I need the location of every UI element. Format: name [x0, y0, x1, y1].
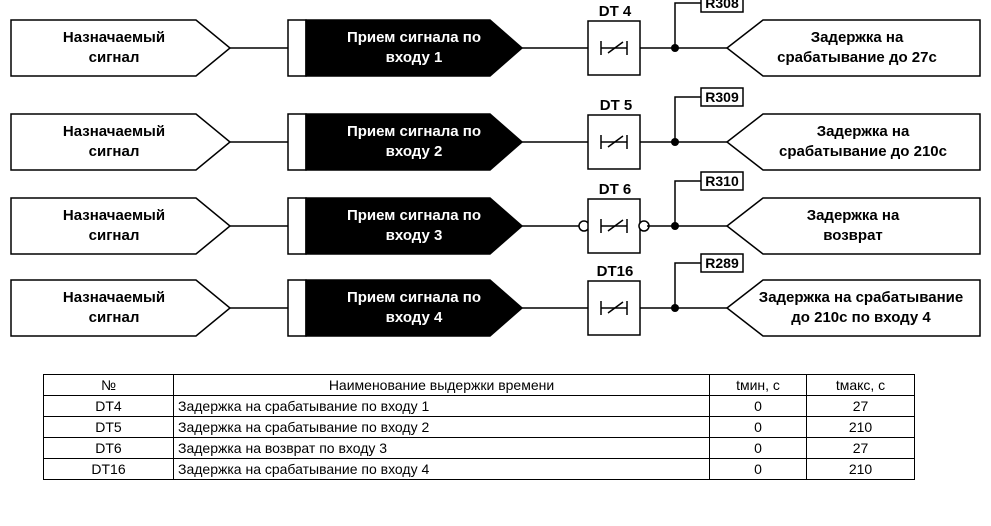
reference-label: R289	[705, 255, 739, 271]
receive-signal-label: Прием сигнала по	[347, 29, 481, 46]
cell-tmin: 0	[709, 458, 807, 480]
input-signal-label: сигнал	[89, 227, 140, 244]
cell-number: DT4	[43, 395, 174, 417]
input-signal-label: сигнал	[89, 309, 140, 326]
header-tmin: tмин, с	[709, 374, 807, 396]
output-signal-label: Задержка на	[811, 29, 904, 46]
timer-label: DT 6	[599, 181, 632, 198]
cell-name: Задержка на срабатывание по входу 2	[173, 416, 710, 438]
receive-signal-label: Прием сигнала по	[347, 289, 481, 306]
input-signal-label: Назначаемый	[63, 289, 165, 306]
receive-block-notch	[287, 113, 307, 171]
cell-number: DT5	[43, 416, 174, 438]
reference-box	[700, 171, 744, 191]
input-signal-block	[10, 197, 232, 255]
output-signal-label: Задержка на срабатывание	[759, 289, 963, 306]
timer-symbol	[607, 301, 624, 314]
connection-line	[674, 262, 701, 308]
receive-signal-block	[305, 113, 524, 171]
connection-line	[674, 180, 701, 226]
input-signal-block	[10, 113, 232, 171]
input-signal-label: Назначаемый	[63, 207, 165, 224]
input-signal-block	[10, 19, 232, 77]
cell-name: Задержка на срабатывание по входу 1	[173, 395, 710, 417]
cell-tmin: 0	[709, 395, 807, 417]
receive-signal-label: Прием сигнала по	[347, 123, 481, 140]
reference-box	[700, 87, 744, 107]
output-signal-block	[725, 113, 981, 171]
timer-symbol	[607, 135, 624, 148]
cell-tmax: 27	[806, 395, 915, 417]
header-number: №	[43, 374, 174, 396]
receive-block-notch	[287, 197, 307, 255]
output-signal-label: Задержка на	[817, 123, 910, 140]
cell-name: Задержка на возврат по входу 3	[173, 437, 710, 459]
table-row: DT6 Задержка на возврат по входу 3 0 27	[43, 437, 915, 459]
timer-label: DT16	[597, 263, 634, 280]
timer-symbol	[607, 41, 624, 54]
connection-line	[674, 2, 701, 48]
input-signal-label: Назначаемый	[63, 123, 165, 140]
reference-label: R309	[705, 89, 739, 105]
input-signal-label: Назначаемый	[63, 29, 165, 46]
logic-row: Назначаемый сигнал Прием сигнала по входу 4…	[10, 253, 981, 337]
receive-signal-label: входу 4	[386, 309, 443, 326]
receive-signal-label: входу 3	[386, 227, 443, 244]
reference-label: R308	[705, 0, 739, 11]
output-signal-label: возврат	[823, 227, 883, 244]
receive-signal-block	[305, 19, 524, 77]
cell-tmax: 27	[806, 437, 915, 459]
cell-tmin: 0	[709, 416, 807, 438]
receive-signal-block	[305, 197, 524, 255]
receive-signal-label: входу 1	[386, 49, 443, 66]
table-row: DT16 Задержка на срабатывание по входу 4…	[43, 458, 915, 480]
cell-number: DT6	[43, 437, 174, 459]
input-signal-block	[10, 279, 232, 337]
reference-label: R310	[705, 173, 739, 189]
cell-tmax: 210	[806, 416, 915, 438]
output-signal-label: Задержка на	[807, 207, 900, 224]
receive-block-notch	[287, 19, 307, 77]
timers-table: № Наименование выдержки времени tмин, с …	[43, 374, 915, 480]
receive-signal-label: входу 2	[386, 143, 443, 160]
logic-row: Назначаемый сигнал Прием сигнала по входу 3…	[10, 171, 981, 255]
input-signal-label: сигнал	[89, 143, 140, 160]
timer-label: DT 5	[600, 97, 633, 114]
header-name: Наименование выдержки времени	[173, 374, 710, 396]
cell-number: DT16	[43, 458, 174, 480]
output-signal-label: до 210с по входу 4	[791, 309, 931, 326]
reference-box	[700, 253, 744, 273]
receive-signal-block	[305, 279, 524, 337]
reference-box	[700, 0, 744, 13]
output-signal-block	[725, 197, 981, 255]
header-tmax: tмакс, с	[806, 374, 915, 396]
cell-tmin: 0	[709, 437, 807, 459]
output-signal-label: срабатывание до 210с	[779, 143, 947, 160]
receive-signal-label: Прием сигнала по	[347, 207, 481, 224]
output-signal-label: срабатывание до 27с	[777, 49, 937, 66]
table-row: DT5 Задержка на срабатывание по входу 2 …	[43, 416, 915, 438]
timer-symbol	[607, 219, 624, 232]
logic-row: Назначаемый сигнал Прием сигнала по входу 2…	[10, 87, 981, 171]
output-signal-block	[725, 19, 981, 77]
receive-block-notch	[287, 279, 307, 337]
cell-name: Задержка на срабатывание по входу 4	[173, 458, 710, 480]
connection-line	[674, 96, 701, 142]
table-header-row: № Наименование выдержки времени tмин, с …	[43, 374, 915, 396]
logic-row: Назначаемый сигнал Прием сигнала по входу 1…	[10, 0, 981, 77]
cell-tmax: 210	[806, 458, 915, 480]
table-row: DT4 Задержка на срабатывание по входу 1 …	[43, 395, 915, 417]
timer-label: DT 4	[599, 3, 632, 20]
output-signal-block	[725, 279, 981, 337]
input-signal-label: сигнал	[89, 49, 140, 66]
